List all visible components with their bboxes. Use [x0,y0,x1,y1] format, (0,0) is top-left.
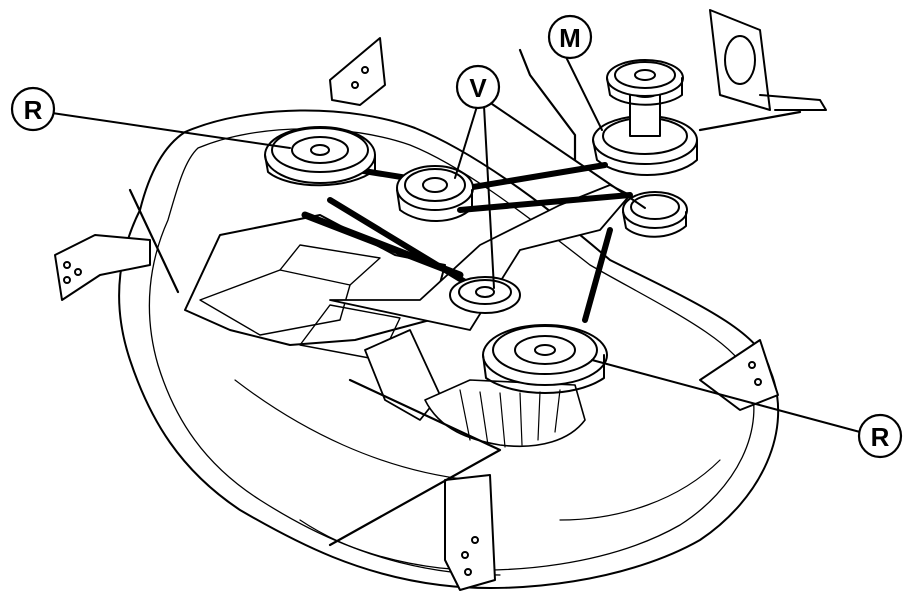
leader-r-left [51,112,291,149]
idler-pulley-v-left [396,165,474,222]
pulley-r-left [264,126,376,187]
callout-r-right-label: R [871,422,890,452]
callout-v-circle [455,64,501,110]
callout-r-left-circle [10,86,56,132]
leader-lines [51,56,861,433]
callout-r-right-circle [857,413,903,459]
pulley-m-spindle [592,59,698,176]
leader-v-3 [491,103,646,209]
callout-m-label: M [559,23,581,53]
rear-plate-bracket [709,9,827,111]
leader-r-right [591,359,861,433]
spindle-housing-right [424,379,586,448]
mounting-bracket-top-left [329,37,386,106]
pulley-r-right [482,324,608,394]
callout-v-label: V [469,73,487,103]
callout-m-circle [547,14,593,60]
leader-m [565,56,603,131]
idler-pulley-v-center [449,276,521,314]
mounting-bracket-left [54,234,151,301]
leader-v-2 [483,105,495,289]
idler-pulley-v-right [622,191,688,238]
linkage-rods [128,48,802,547]
mounting-bracket-right [699,339,779,411]
callout-r-left-label: R [24,95,43,125]
leader-v-1 [454,102,479,179]
mounting-bracket-bottom [444,474,496,591]
